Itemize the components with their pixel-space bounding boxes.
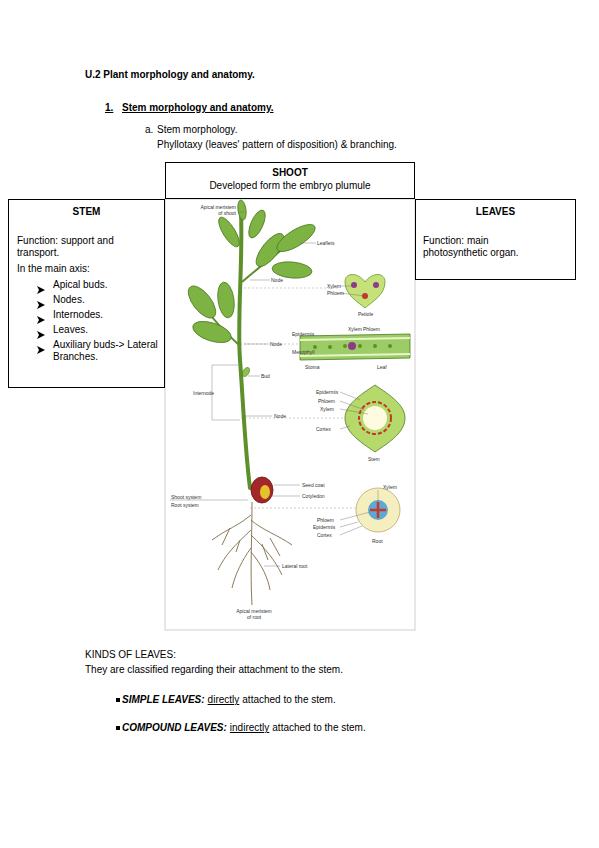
part-label: Phloem [317,517,334,523]
part-label: Apical meristem of root [236,608,272,620]
part-label: Xylem [327,283,341,289]
box-text: Apical buds. [53,279,161,291]
bullet-text: COMPOUND LEAVES: [122,722,227,733]
part-label: Cortex [317,532,332,538]
body-text: 1. [105,102,113,114]
part-label: Root [372,538,383,544]
part-label: Epidermis [316,389,338,395]
part-label: Lateral root [282,563,307,569]
part-label: Epidermis [313,524,335,530]
bullet-line: COMPOUND LEAVES:indirectlyattached to th… [122,722,369,734]
body-text: They are classified regarding their atta… [85,664,343,676]
text-box: STEM Function: support and transport. In t… [8,199,165,388]
part-label: Internode [193,390,214,396]
part-label: Phloem [318,398,335,404]
part-label: Phloem [363,326,380,332]
part-label: Node [270,341,282,347]
part-label: Cortex [316,426,331,432]
page-title: U.2 Plant morphology and anatomy. [85,69,255,81]
part-label: Xylem [348,326,362,332]
part-label: Petiole [358,311,373,317]
part-label: Node [271,277,283,283]
part-label: Shoot system [171,494,201,500]
part-label: Stoma [305,364,319,370]
bullet-text: directly [208,694,240,705]
body-text: Phyllotaxy (leaves' pattern of dispositi… [157,139,397,151]
part-label: Mesophyll [292,349,315,355]
bullet-line: SIMPLE LEAVES:directlyattached to the st… [122,694,339,706]
box-text: Auxiliary buds-> Lateral Branches. [53,339,161,363]
text-box: SHOOTDeveloped form the embryo plumule [165,162,415,199]
part-label: Stem [368,456,380,462]
body-text: Stem morphology. [157,124,237,136]
box-text: Developed form the embryo plumule [166,180,414,192]
body-text: KINDS OF LEAVES: [85,649,176,661]
box-text: In the main axis: [17,263,157,275]
part-label: Node [274,413,286,419]
bullet-text: attached to the stem. [242,694,335,705]
part-label: Cotyledon [302,493,325,499]
box-heading: LEAVES [416,206,575,218]
box-heading: SHOOT [166,167,414,179]
bullet-text: indirectly [230,722,269,733]
part-label: Xylem [320,406,334,412]
body-text: Stem morphology and anatomy. [122,102,274,114]
part-label: Root system [171,502,199,508]
part-label: Epidermis [292,331,314,337]
box-text: Nodes. [53,294,161,306]
part-label: Leaflets [317,240,335,246]
part-label: Seed coat [302,482,325,488]
box-text: Internodes. [53,309,161,321]
part-label: Bud [261,373,270,379]
text-box: LEAVES Function: main photosynthetic orga… [415,199,576,280]
body-text: a. [145,124,153,136]
part-label: Leaf [377,364,387,370]
part-label: Xylem [383,484,397,490]
box-text: Function: main photosynthetic organ. [423,235,533,259]
box-text: Leaves. [53,324,161,336]
box-text: Function: support and transport. [17,235,157,259]
bullet-text: attached to the stem. [272,722,365,733]
box-heading: STEM [9,206,164,218]
part-label: Apical meristem of shoot [200,204,236,216]
part-label: Phloem [327,290,344,296]
bullet-text: SIMPLE LEAVES: [122,694,205,705]
